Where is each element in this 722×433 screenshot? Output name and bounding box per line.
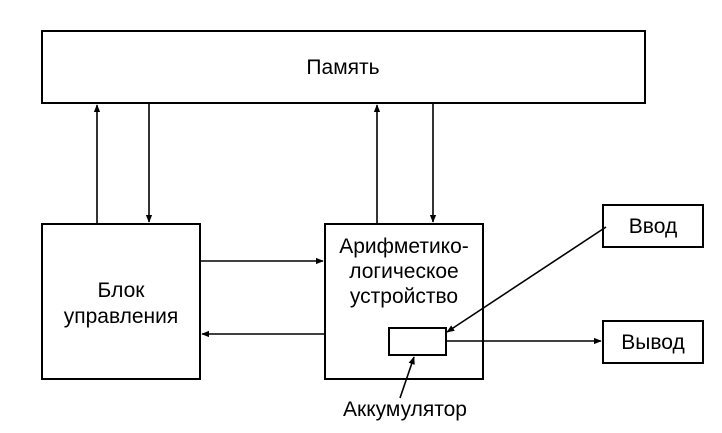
accumulator-pointer-arrow — [399, 356, 415, 399]
alu-label-line-2: логическое — [349, 260, 458, 283]
input-label: Ввод — [629, 215, 677, 238]
alu-label-line-1: Арифметико- — [339, 235, 469, 258]
control-unit-box — [41, 223, 201, 380]
input-box — [602, 204, 704, 248]
memory-box — [41, 30, 646, 104]
arrow-input-to-accumulator — [446, 226, 607, 333]
output-label: Вывод — [621, 331, 685, 354]
accumulator-label: Аккумулятор — [343, 398, 467, 421]
accumulator-box — [388, 327, 447, 356]
alu-box — [324, 223, 484, 380]
control-unit-label-line-2: управления — [64, 305, 179, 328]
alu-label-line-3: устройство — [350, 285, 458, 308]
memory-label: Память — [306, 56, 379, 79]
output-box — [602, 320, 704, 364]
control-unit-label-line-1: Блок — [98, 279, 146, 302]
